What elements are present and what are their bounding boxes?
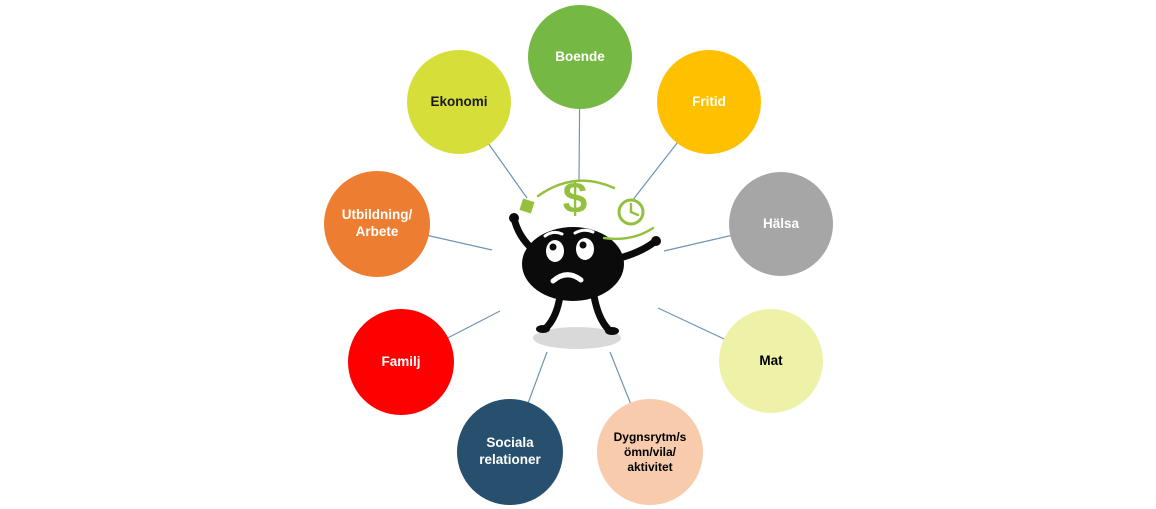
node-fritid-label: Fritid [692,93,726,109]
node-ekonomi-label: Ekonomi [430,93,488,109]
node-mat-label: Mat [759,352,783,368]
figure-left-foot [536,325,550,333]
node-halsa-label: Hälsa [762,215,800,231]
node-familj: Familj [348,309,454,415]
node-utbildning-arbete: Utbildning/ Arbete [324,171,430,277]
figure-left-brow [543,230,564,238]
motion-arc-bottom [602,226,655,241]
clock-icon [617,198,645,226]
node-mat: Mat [719,309,823,413]
figure-left-leg [543,292,564,331]
node-dygnsrytm-somn-vila-aktivitet: Dygnsrytm/s ömn/vila/ aktivitet [597,399,703,505]
node-boende: Boende [528,5,632,109]
node-dygnsrytm-label: Dygnsrytm/s ömn/vila/ aktivitet [613,429,687,474]
node-boende-label: Boende [555,48,605,64]
figure-right-pupil [579,241,587,249]
node-sociala-label: Sociala relationer [479,435,541,467]
node-utbildning-label: Utbildning/ Arbete [341,207,413,239]
figure-left-pupil [549,243,557,251]
figure-mouth [550,272,584,284]
money-chip-icon [519,198,535,214]
figure-left-eye [546,240,564,262]
node-ekonomi: Ekonomi [407,50,511,154]
stressed-character-figure [509,213,661,349]
node-familj-label: Familj [381,353,421,369]
node-sociala-relationer: Sociala relationer [457,399,563,505]
figure-right-hand [651,236,661,246]
node-halsa: Hälsa [729,172,833,276]
motion-arc-top [536,179,616,198]
figure-left-hand [509,213,519,223]
node-fritid: Fritid [657,50,761,154]
figure-right-foot [605,327,619,335]
figure-right-leg [590,292,612,333]
figure-right-eye [576,238,594,260]
money-time-icons: $ [519,174,655,241]
figure-shadow [533,327,621,349]
dollar-icon: $ [563,174,587,223]
figure-right-brow [573,228,595,235]
